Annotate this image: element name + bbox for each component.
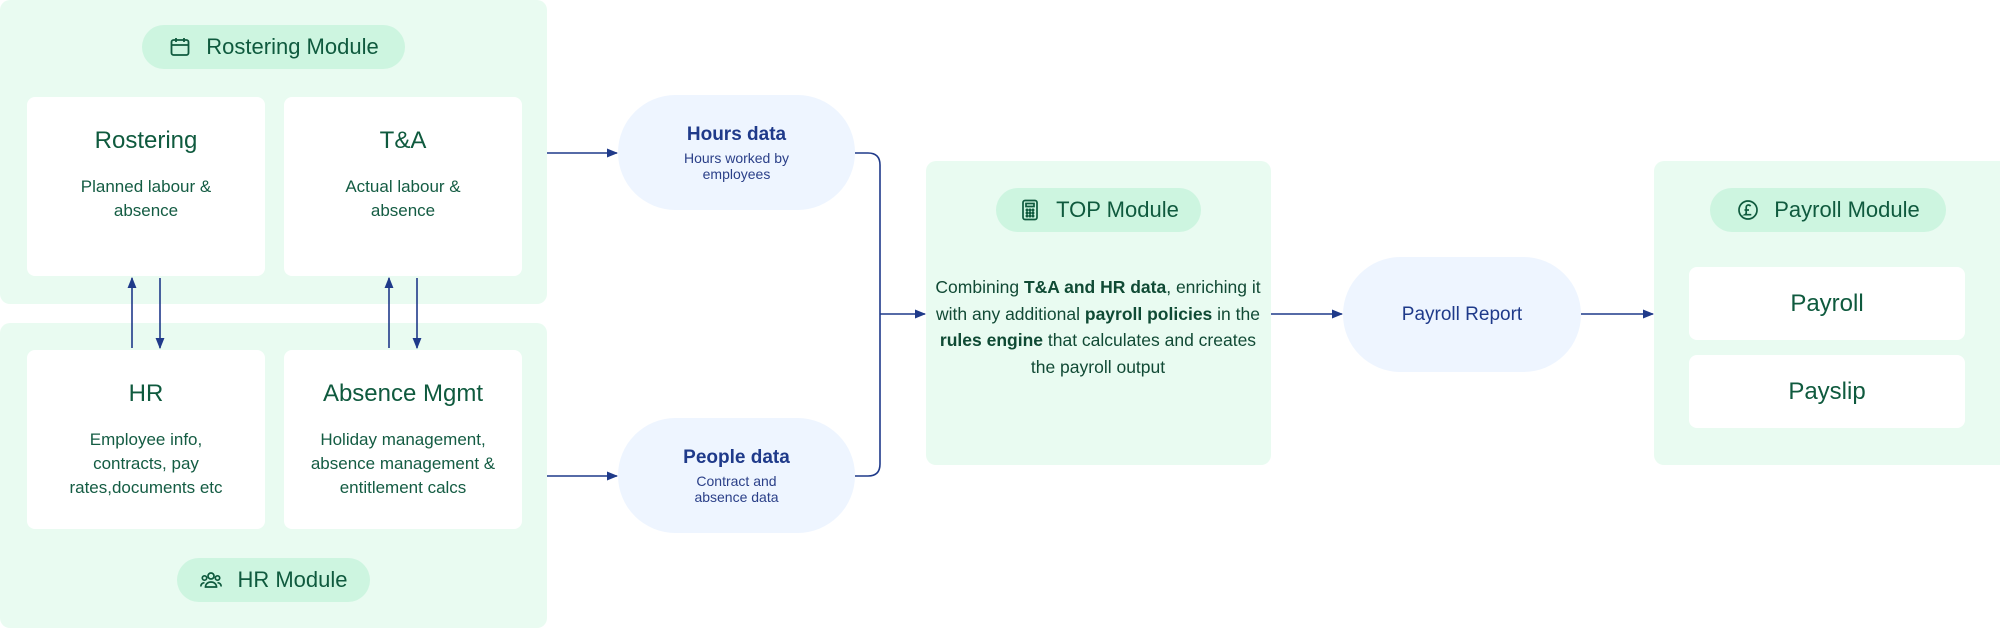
hours-data-sub: Hours worked by employees: [683, 149, 790, 182]
top-module-description: Combining T&A and HR data, enriching it …: [930, 274, 1266, 380]
hr-card: HR Employee info, contracts, pay rates,d…: [27, 350, 265, 529]
people-data-sub: Contract and absence data: [694, 472, 779, 505]
hr-card-title: HR: [128, 380, 164, 407]
ta-card-title: T&A: [379, 127, 427, 154]
top-desc-part-6: that calculates and creates the payroll …: [1030, 330, 1257, 377]
pound-coin-icon: [1738, 200, 1759, 220]
hr-module-badge: HR Module: [177, 558, 370, 602]
people-data-node: People data Contract and absence data: [618, 418, 855, 533]
top-module-label: TOP Module: [1056, 197, 1179, 222]
absence-mgmt-card-title: Absence Mgmt: [322, 380, 484, 407]
top-desc-part-2: , enriching it with any additional: [936, 277, 1261, 324]
payroll-module-badge: Payroll Module: [1710, 188, 1946, 232]
top-desc-part-0: Combining: [935, 277, 1024, 297]
rostering-card-title: Rostering: [94, 127, 198, 154]
absence-mgmt-card: Absence Mgmt Holiday management, absence…: [284, 350, 522, 529]
payroll-card: Payroll: [1689, 267, 1965, 340]
people-group-icon: [200, 572, 223, 588]
rostering-card-desc: Planned labour & absence: [80, 177, 212, 220]
top-desc-part-5: rules engine: [939, 330, 1044, 350]
hours-data-title: Hours data: [686, 123, 787, 145]
ta-card: T&A Actual labour & absence: [284, 97, 522, 276]
payslip-card-title: Payslip: [1788, 377, 1866, 405]
top-module-badge: TOP Module: [996, 188, 1201, 232]
rostering-module-label: Rostering Module: [206, 34, 379, 59]
payroll-module-label: Payroll Module: [1774, 197, 1920, 222]
payroll-report-title: Payroll Report: [1401, 303, 1523, 325]
hours-data-node: Hours data Hours worked by employees: [618, 95, 855, 210]
connector-hours-to-top: [855, 152, 881, 477]
hr-card-desc: Employee info, contracts, pay rates,docu…: [69, 430, 223, 497]
calculator-icon: [1022, 199, 1038, 221]
top-desc-part-4: in the: [1212, 303, 1260, 324]
rostering-card: Rostering Planned labour & absence: [27, 97, 265, 276]
payroll-report-node: Payroll Report: [1343, 257, 1581, 372]
payslip-card: Payslip: [1689, 355, 1965, 428]
payroll-card-title: Payroll: [1790, 289, 1864, 317]
rostering-module-badge: Rostering Module: [142, 25, 405, 69]
top-desc-part-1: T&A and HR data: [1023, 277, 1167, 297]
ta-card-desc: Actual labour & absence: [345, 177, 461, 220]
hr-module-label: HR Module: [237, 567, 348, 592]
absence-mgmt-card-desc: Holiday management, absence management &…: [310, 430, 496, 497]
calendar-icon: [170, 38, 190, 56]
top-desc-part-3: payroll policies: [1084, 303, 1213, 324]
people-data-title: People data: [683, 446, 790, 468]
